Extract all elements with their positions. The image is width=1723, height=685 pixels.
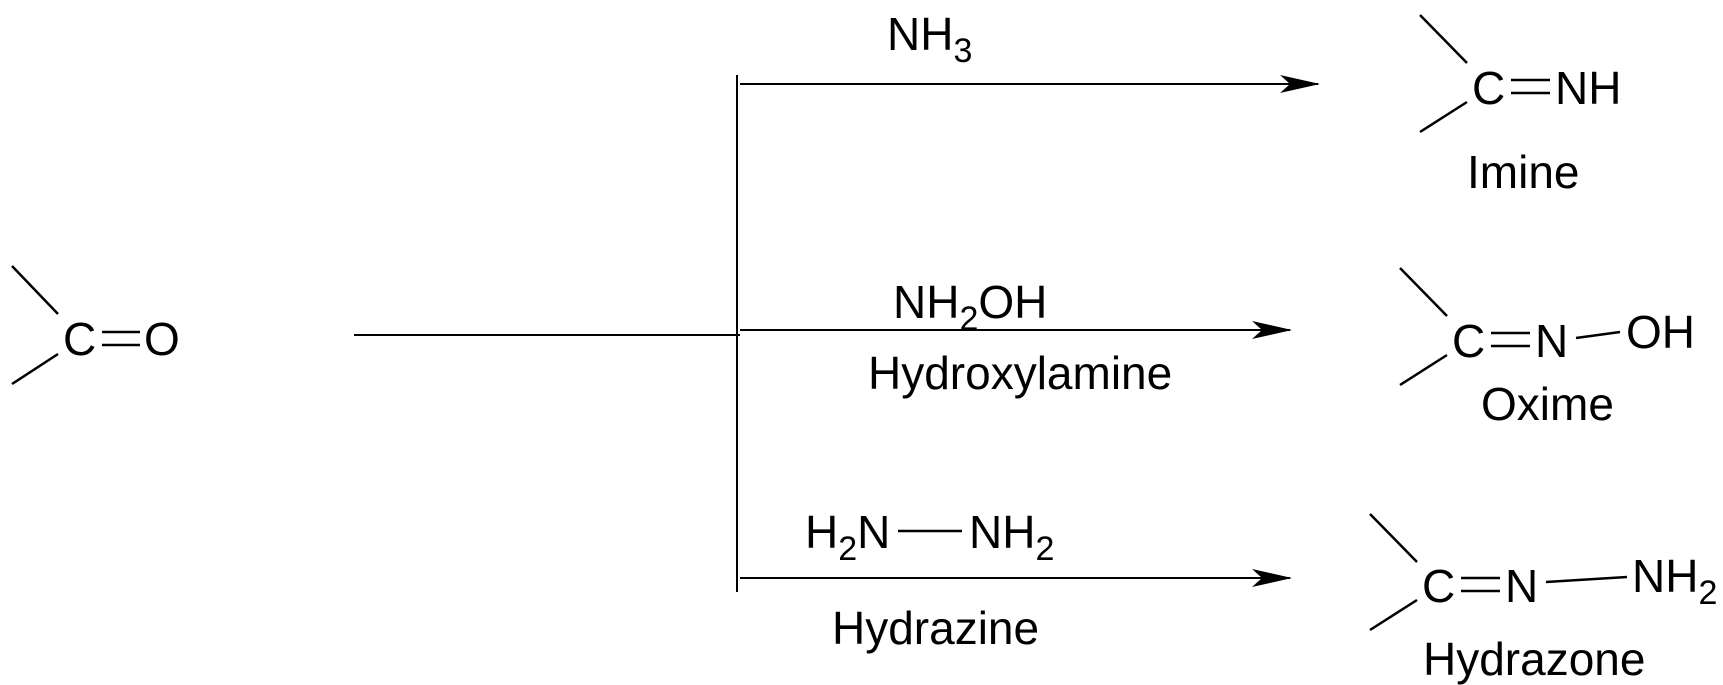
oxime-bond-upper [1399,267,1448,317]
reagent-hydrazine-name: Hydrazine [832,602,1039,654]
imine-bond-upper [1419,14,1468,64]
product-hydrazone: C N NH2 Hydrazone [1369,513,1717,685]
reagent-hydroxylamine-formula: NH2OH [893,276,1047,338]
branch-connector [354,75,740,592]
reagent-hydroxylamine-name: Hydroxylamine [868,347,1172,399]
hydrazone-nitrogen: N [1505,560,1538,612]
oxime-nitrogen: N [1535,315,1568,367]
hydrazone-single-bond [1545,575,1628,584]
hydrazone-bond-upper [1369,513,1418,563]
reactant-bond-upper [11,265,59,315]
reactant-oxygen: O [144,313,180,365]
branch-oxime: NH2OH Hydroxylamine C N OH Oxime [740,267,1695,430]
reagent-hydrazine-left: H2N [805,506,890,568]
product-oxime: C N OH Oxime [1399,267,1695,430]
oxime-carbon: C [1452,315,1485,367]
reactant-carbon: C [63,313,96,365]
branch-hydrazone: H2N NH2 Hydrazine C N NH2 Hydrazone [740,506,1717,685]
branch-imine: NH3 C NH Imine [740,8,1621,198]
imine-bond-lower [1419,100,1468,134]
reactant-bond-lower [11,352,59,386]
hydrazone-amino-group: NH2 [1632,550,1717,612]
carbonyl-reactant: C O [11,265,180,386]
hydrazone-label: Hydrazone [1423,633,1645,685]
oxime-single-bond [1575,330,1621,340]
imine-label: Imine [1467,146,1579,198]
imine-carbon: C [1472,62,1505,114]
oxime-hydroxyl: OH [1626,306,1695,358]
reagent-hydrazine-right: NH2 [969,506,1054,568]
reagent-ammonia: NH3 [887,8,972,70]
hydrazone-carbon: C [1422,560,1455,612]
imine-nitrogen-group: NH [1555,62,1621,114]
hydrazone-bond-lower [1369,598,1418,632]
product-imine: C NH Imine [1419,14,1621,198]
oxime-label: Oxime [1481,378,1614,430]
oxime-bond-lower [1399,353,1448,387]
